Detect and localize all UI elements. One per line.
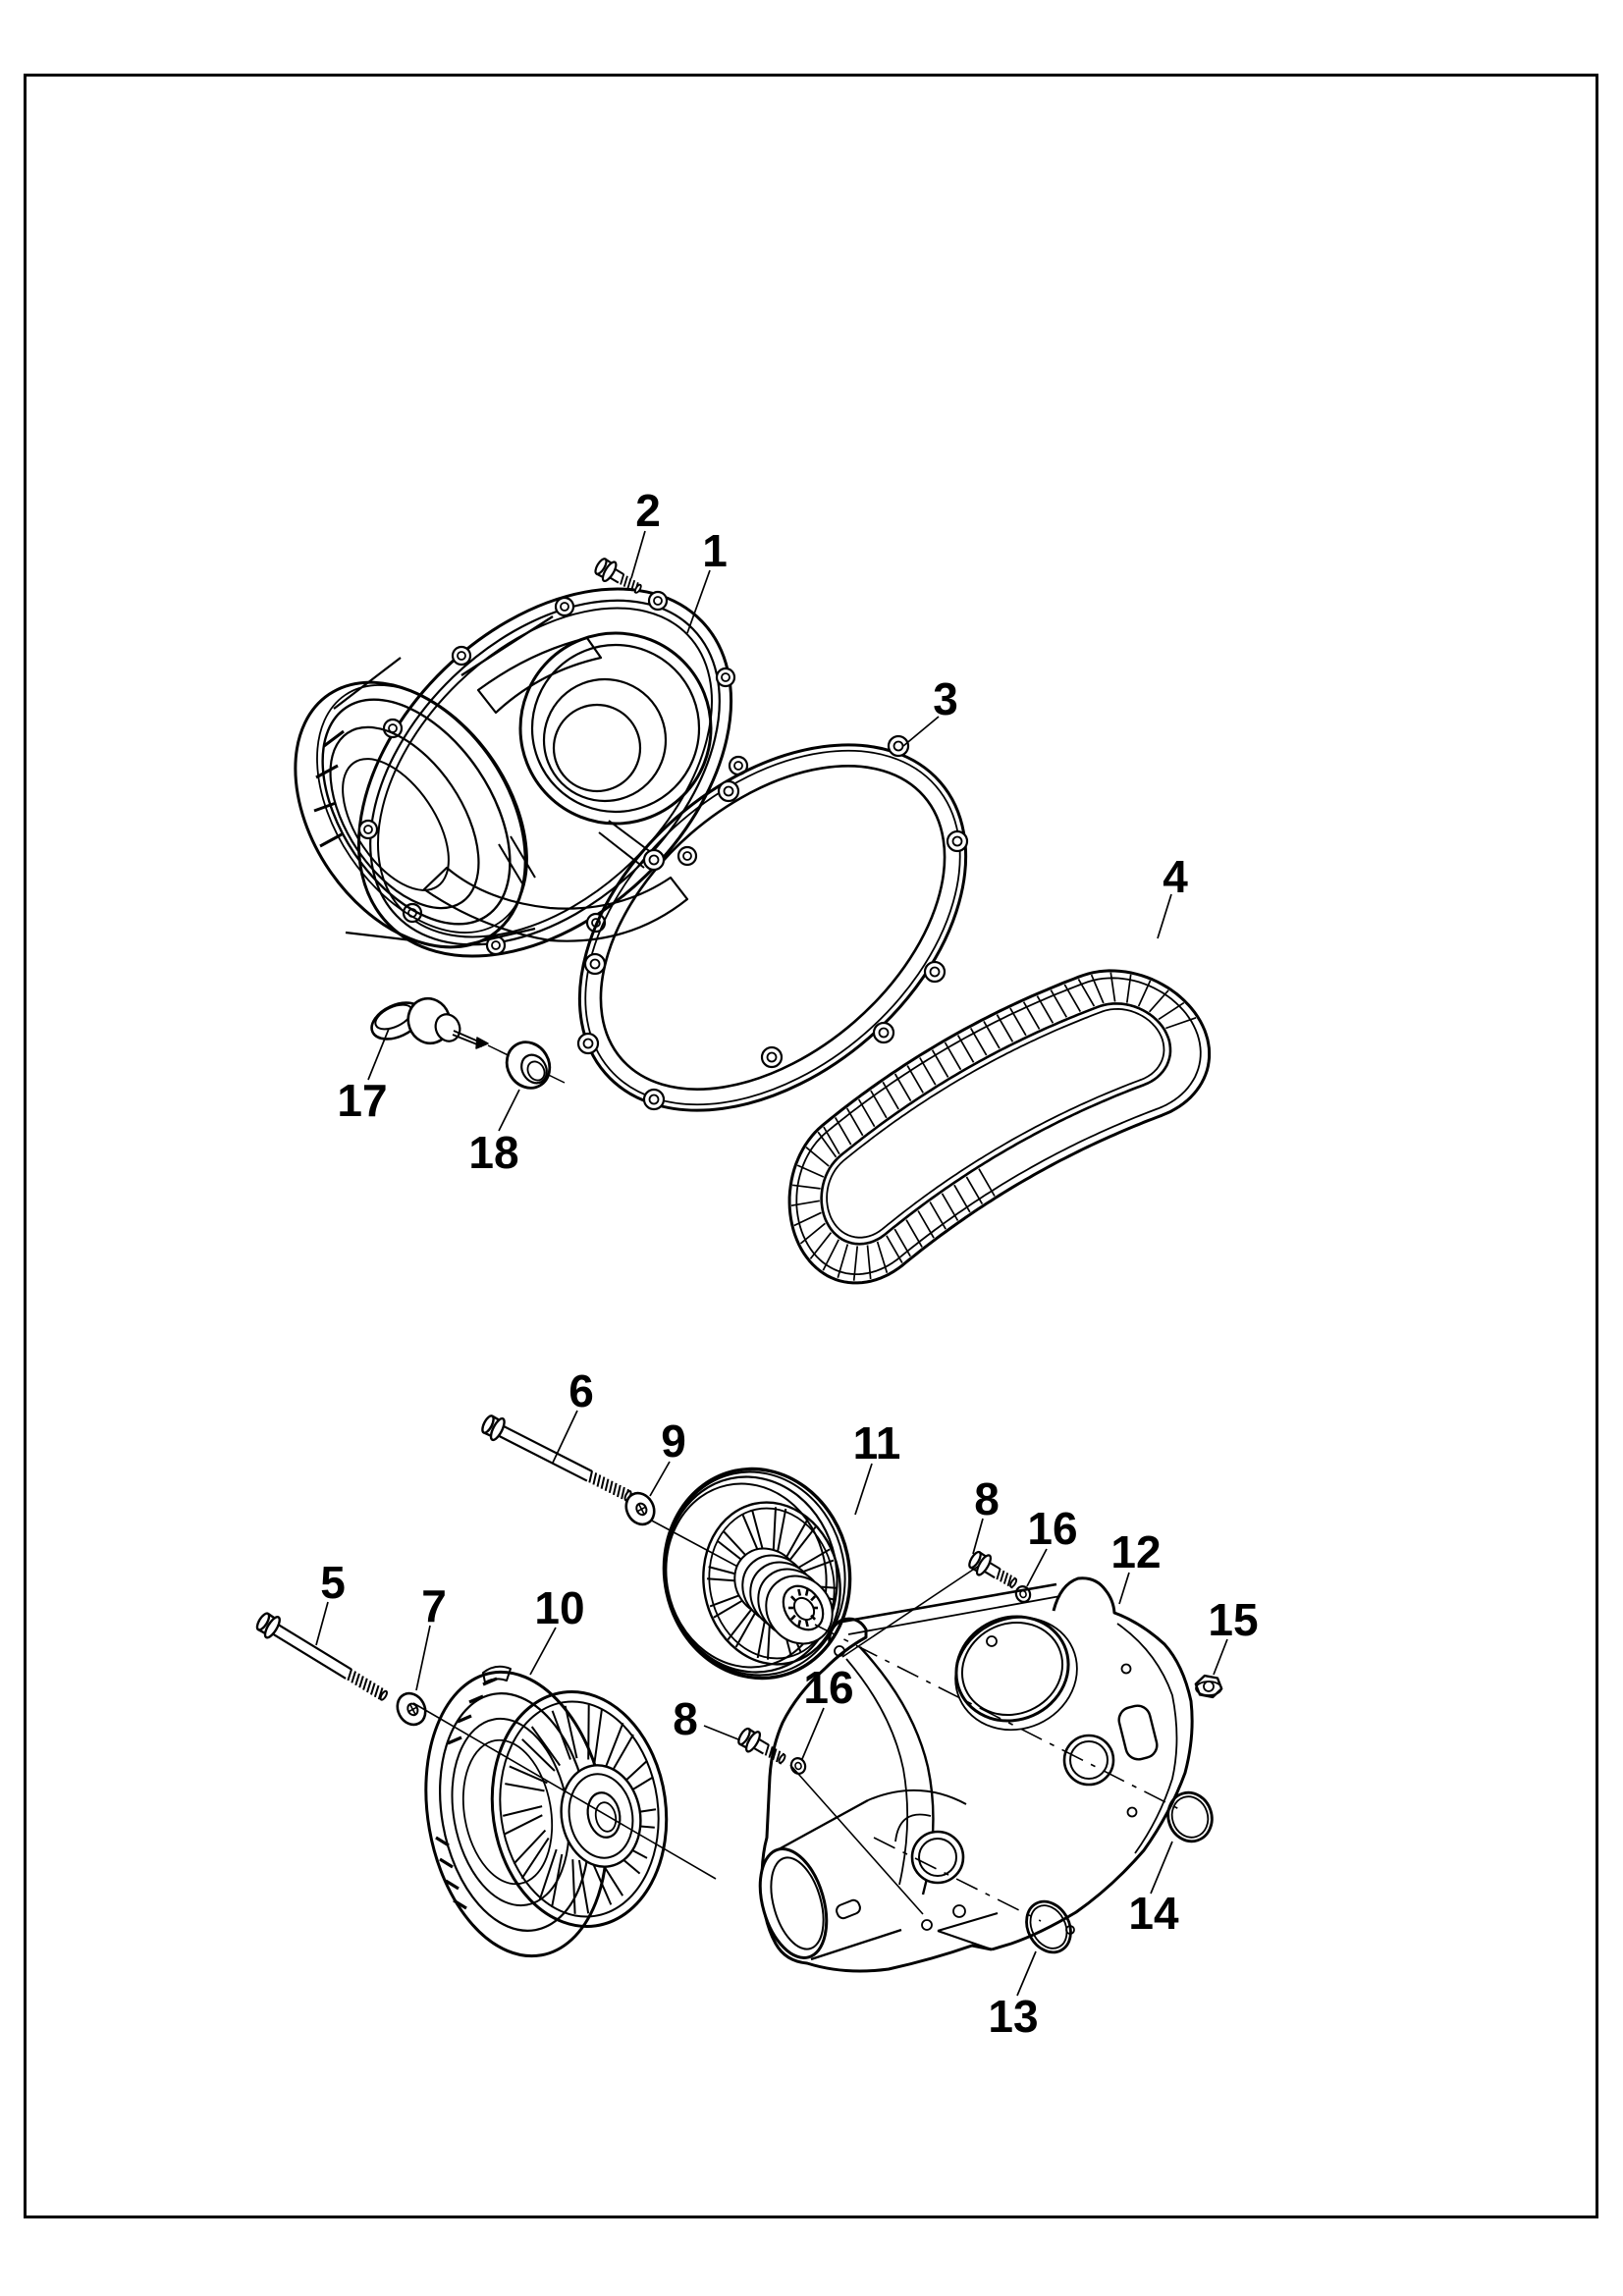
svg-text:18: 18 [468,1127,518,1178]
svg-text:14: 14 [1128,1888,1179,1939]
svg-text:16: 16 [803,1662,853,1713]
svg-text:2: 2 [635,485,661,536]
svg-text:12: 12 [1110,1526,1161,1577]
svg-text:3: 3 [933,673,958,724]
svg-text:7: 7 [421,1580,447,1631]
svg-text:1: 1 [702,525,728,576]
svg-text:11: 11 [853,1417,901,1468]
svg-text:15: 15 [1208,1594,1258,1645]
svg-text:9: 9 [661,1415,686,1467]
svg-text:16: 16 [1027,1503,1077,1554]
svg-text:17: 17 [337,1075,387,1126]
svg-text:6: 6 [568,1365,594,1416]
svg-text:10: 10 [534,1582,584,1633]
svg-text:8: 8 [974,1473,1000,1524]
svg-text:5: 5 [320,1557,346,1608]
svg-text:13: 13 [988,1991,1038,2042]
svg-text:8: 8 [673,1693,698,1744]
svg-text:4: 4 [1163,851,1188,902]
